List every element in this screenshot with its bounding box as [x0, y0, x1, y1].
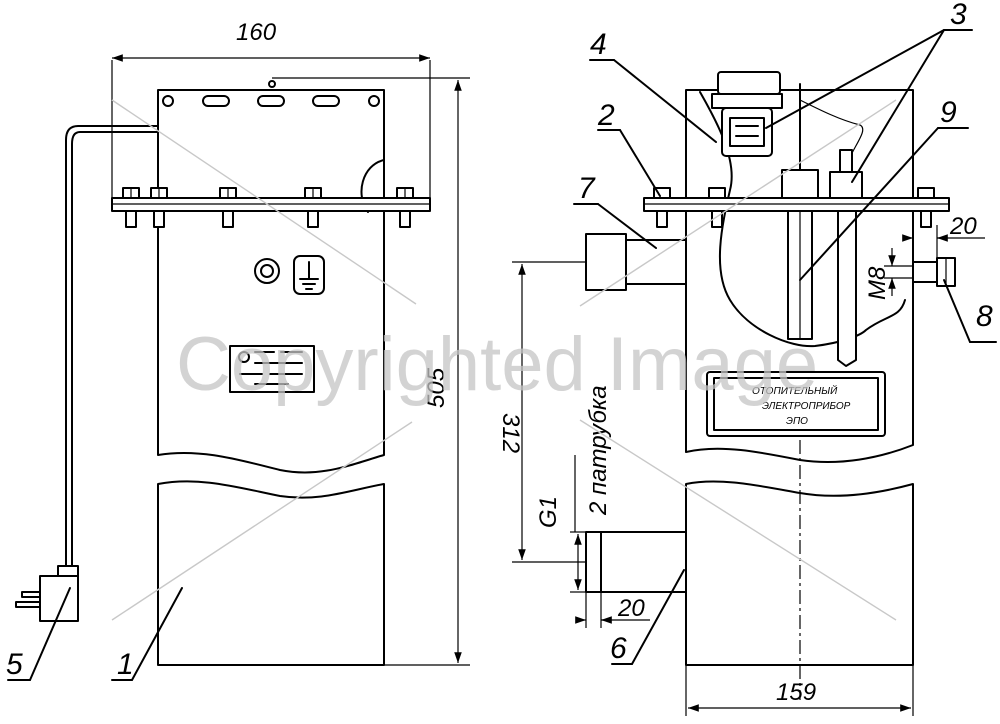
front-view: 160 505 [15, 19, 470, 666]
dim-312-label: 312 [497, 413, 524, 453]
flange-bar [111, 197, 431, 212]
dimension-bolt-projection: 20 [902, 213, 985, 262]
callout-7: 7 [578, 172, 596, 205]
bolt [122, 187, 140, 228]
bolt [219, 187, 237, 228]
cutaway-edge [699, 91, 906, 348]
callout-2: 2 [597, 99, 615, 132]
bolt [653, 187, 671, 228]
callout-3: 3 [950, 0, 967, 31]
side-view: ОТОПИТЕЛЬНЫЙ ЭЛЕКТРОПРИБОР ЭПО 312 G1 2 … [497, 71, 985, 716]
bolt [396, 187, 414, 228]
lower-pipe [585, 531, 687, 593]
bolt [917, 187, 935, 228]
dim-159-label: 159 [776, 679, 816, 706]
nameplate-line1: ОТОПИТЕЛЬНЫЙ [752, 384, 838, 397]
callout-9: 9 [940, 96, 957, 129]
power-cable [65, 125, 159, 571]
dim-g1-label: G1 [535, 496, 562, 528]
bolt [304, 187, 322, 228]
callout-1: 1 [117, 648, 134, 681]
nameplate: ОТОПИТЕЛЬНЫЙ ЭЛЕКТРОПРИБОР ЭПО [706, 371, 886, 437]
nameplate-line3: ЭПО [786, 416, 808, 427]
label-plate [229, 345, 315, 393]
dimension-width-bottom: 159 [685, 665, 914, 716]
dim-pipe-count-label: 2 патрубка [585, 385, 612, 516]
indicator-lamp-icon [254, 258, 280, 284]
side-flange-bar [643, 197, 950, 212]
dim-m8-label: M8 [864, 266, 891, 300]
power-cable-inner [71, 131, 159, 571]
front-body-upper [157, 89, 385, 474]
callout-5: 5 [6, 648, 23, 681]
upper-pipe [585, 233, 687, 291]
nameplate-line2: ЭЛЕКТРОПРИБОР [762, 401, 851, 412]
watermark: Copyrighted Image [111, 99, 897, 621]
front-body-lower [157, 480, 385, 666]
dim-20-bolt-label: 20 [949, 213, 977, 240]
dim-20-pipe-label: 20 [617, 595, 645, 622]
dim-505-label: 505 [423, 367, 450, 408]
heating-elements [781, 149, 863, 367]
dim-160-label: 160 [236, 19, 277, 46]
dimension-pipe-spacing: 312 [497, 261, 586, 563]
side-flange-bolts [653, 187, 935, 228]
ground-bolt [912, 257, 956, 287]
callouts: 1 5 2 4 7 6 3 9 8 [6, 0, 997, 681]
power-plug-icon [15, 565, 79, 622]
callout-4: 4 [590, 28, 607, 61]
dimension-width-top: 160 [111, 19, 431, 198]
callout-6: 6 [610, 632, 627, 665]
watermark-text: Copyrighted Image [176, 322, 818, 407]
callout-8: 8 [976, 300, 993, 333]
mounting-slots [162, 95, 380, 107]
bolt [150, 187, 168, 228]
dimension-bolt-thread: M8 [864, 248, 913, 300]
bolt [708, 187, 726, 228]
ground-symbol-icon [293, 255, 325, 295]
thermostat [711, 71, 783, 157]
dimension-thread: G1 2 патрубка [535, 385, 612, 593]
dimension-pipe-length: 20 [575, 592, 650, 628]
dimension-height-total: 505 [268, 77, 470, 666]
flange-bolts [122, 187, 414, 228]
